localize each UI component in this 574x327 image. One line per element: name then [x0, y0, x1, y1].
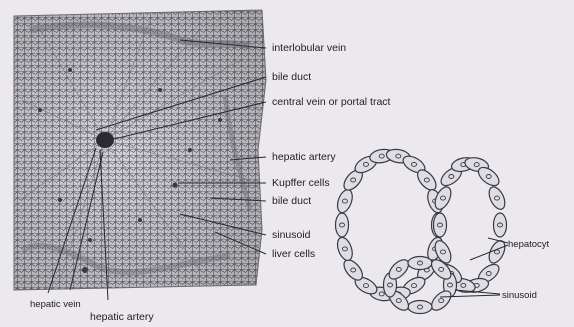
label-kupffer-cells: Kupffer cells [272, 177, 330, 189]
label-hepatocyte: hepatocyt [508, 239, 550, 250]
label-hepatic-artery-right: hepatic artery [272, 151, 336, 163]
hepatocyte-cell [335, 188, 355, 215]
lobule-tissue [14, 10, 266, 290]
hepatocyte-cell [494, 213, 507, 237]
hepatocyte-cell [408, 257, 432, 270]
hepatocyte-cell [486, 184, 508, 211]
hepatocyte-cell [408, 301, 432, 314]
label-hepatic-artery-bottom: hepatic artery [90, 311, 154, 323]
hepatocyte-cell [335, 235, 355, 262]
label-sinusoid-right: sinusoid [502, 290, 537, 301]
label-interlobular-vein: interlobular vein [272, 42, 346, 54]
label-liver-cells: liver cells [272, 248, 315, 260]
label-sinusoid-left: sinusoid [272, 229, 311, 241]
label-central-vein: central vein or portal tract [272, 96, 391, 108]
label-bile-duct-top: bile duct [272, 71, 311, 83]
hepatocyte-cell [336, 213, 349, 237]
label-hepatic-vein: hepatic vein [30, 299, 81, 310]
hepatocyte-cell [434, 213, 447, 237]
label-bile-duct-mid: bile duct [272, 195, 311, 207]
hepatocyte-plates [335, 148, 508, 314]
